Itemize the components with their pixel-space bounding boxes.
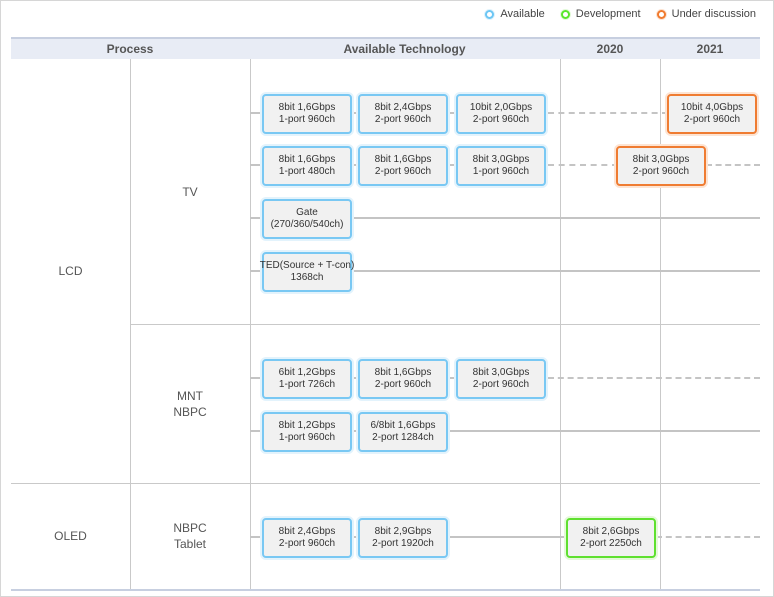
tech-box-line1: Gate — [296, 207, 318, 218]
legend-development-label: Development — [575, 8, 641, 20]
category-tv: TV — [182, 185, 198, 199]
legend: Available Development Under discussion — [485, 8, 756, 20]
tech-box-line2: 1-port 960ch — [278, 432, 336, 443]
tech-box-line1: 6bit 1,2Gbps — [278, 367, 336, 378]
tech-box-line1: 8bit 1,6Gbps — [278, 154, 336, 165]
tech-box-mnt-r2-1: 8bit 1,2Gbps 1-port 960ch — [262, 412, 352, 452]
tech-box-line2: 1-port 960ch — [278, 114, 336, 125]
track-tv-r2-dash-b — [706, 164, 760, 166]
tech-box-line1: 8bit 2,4Gbps — [278, 526, 336, 537]
tech-box-line2: (270/360/540ch) — [270, 219, 344, 230]
tech-box-line1: 8bit 1,6Gbps — [374, 154, 432, 165]
table-header: Process Available Technology 2020 2021 — [11, 37, 760, 59]
track-tv-r4-solid — [250, 270, 760, 272]
legend-discussion-label: Under discussion — [671, 8, 756, 20]
tech-box-tv-r2-3: 8bit 3,0Gbps 1-port 960ch — [456, 146, 546, 186]
tech-box-line2: 2-port 960ch — [278, 538, 336, 549]
track-tv-r2-dash-a — [548, 164, 618, 166]
tech-box-tv-r1-3: 10bit 2,0Gbps 2-port 960ch — [456, 94, 546, 134]
tech-box-tv-r2-1: 8bit 1,6Gbps 1-port 480ch — [262, 146, 352, 186]
track-mnt-r1-dash — [548, 377, 760, 379]
track-tv-r1-dash — [548, 112, 668, 114]
tech-box-mnt-r2-2: 6/8bit 1,6Gbps 2-port 1284ch — [358, 412, 448, 452]
discussion-dot-icon — [656, 9, 666, 19]
category-nbpc-line1: NBPC — [173, 521, 207, 535]
tech-box-line1: 8bit 2,4Gbps — [374, 102, 432, 113]
grid-line-bottom — [11, 589, 760, 591]
tech-box-oled-2: 8bit 2,9Gbps 2-port 1920ch — [358, 518, 448, 558]
legend-discussion: Under discussion — [656, 8, 756, 20]
tech-box-line2: 1-port 960ch — [472, 166, 530, 177]
tech-box-line1: 8bit 2,9Gbps — [374, 526, 432, 537]
header-2021: 2021 — [696, 42, 724, 56]
track-mnt-r2-solid — [250, 430, 760, 432]
category-mnt-nbpc: MNT NBPC — [130, 388, 250, 420]
legend-available-label: Available — [500, 8, 545, 20]
process-lcd: LCD — [58, 264, 83, 278]
tech-box-line1: 6/8bit 1,6Gbps — [370, 420, 436, 431]
header-technology: Available Technology — [343, 42, 466, 56]
tech-box-line1: 8bit 2,6Gbps — [582, 526, 640, 537]
tech-box-line2: 2-port 960ch — [374, 379, 432, 390]
category-nbpc-line2: Tablet — [173, 537, 207, 551]
tech-box-mnt-r1-1: 6bit 1,2Gbps 1-port 726ch — [262, 359, 352, 399]
category-mnt-line2: NBPC — [173, 405, 207, 419]
tech-box-line2: 2-port 960ch — [683, 114, 741, 125]
tech-box-mnt-r1-2: 8bit 1,6Gbps 2-port 960ch — [358, 359, 448, 399]
track-tv-r3-solid — [250, 217, 760, 219]
tech-box-tv-r4-1: TED(Source + T-con) 1368ch — [259, 252, 355, 292]
legend-development: Development — [560, 8, 641, 20]
tech-box-line2: 2-port 960ch — [374, 166, 432, 177]
tech-box-tv-r3-1: Gate (270/360/540ch) — [262, 199, 352, 239]
tech-box-line1: 8bit 1,6Gbps — [374, 367, 432, 378]
track-oled-dash — [656, 536, 760, 538]
tech-box-line1: 8bit 3,0Gbps — [472, 367, 530, 378]
tech-box-line2: 1-port 480ch — [278, 166, 336, 177]
tech-box-line2: 2-port 960ch — [374, 114, 432, 125]
grid-line-tv-mnt — [130, 324, 760, 325]
tech-box-mnt-r1-3: 8bit 3,0Gbps 2-port 960ch — [456, 359, 546, 399]
tech-box-tv-r1-1: 8bit 1,6Gbps 1-port 960ch — [262, 94, 352, 134]
tech-box-line1: 8bit 3,0Gbps — [472, 154, 530, 165]
tech-box-line1: 10bit 4,0Gbps — [680, 102, 744, 113]
tech-box-line2: 2-port 960ch — [472, 114, 530, 125]
category-mnt-line1: MNT — [177, 389, 203, 403]
legend-available: Available — [485, 8, 545, 20]
tech-box-tv-r1-2: 8bit 2,4Gbps 2-port 960ch — [358, 94, 448, 134]
tech-box-line1: TED(Source + T-con) — [259, 260, 355, 271]
header-2020: 2020 — [596, 42, 624, 56]
tech-box-line2: 2-port 2250ch — [580, 538, 642, 549]
development-dot-icon — [560, 9, 570, 19]
tech-box-line2: 2-port 960ch — [472, 379, 530, 390]
tech-box-line1: 8bit 1,6Gbps — [278, 102, 336, 113]
tech-box-line2: 1-port 726ch — [278, 379, 336, 390]
category-nbpc-tablet: NBPC Tablet — [130, 520, 250, 552]
grid-line-lcd-oled — [11, 483, 760, 484]
tech-box-tv-r2-2: 8bit 1,6Gbps 2-port 960ch — [358, 146, 448, 186]
tech-box-line2: 2-port 1284ch — [372, 432, 434, 443]
process-oled: OLED — [54, 529, 87, 543]
tech-box-line2: 1368ch — [290, 272, 324, 283]
tech-box-line2: 2-port 1920ch — [372, 538, 434, 549]
tech-box-oled-1: 8bit 2,4Gbps 2-port 960ch — [262, 518, 352, 558]
tech-box-line1: 8bit 1,2Gbps — [278, 420, 336, 431]
tech-box-line1: 10bit 2,0Gbps — [469, 102, 533, 113]
header-process: Process — [106, 42, 154, 56]
available-dot-icon — [485, 9, 495, 19]
tech-box-oled-3: 8bit 2,6Gbps 2-port 2250ch — [566, 518, 656, 558]
tech-box-tv-r2-4: 8bit 3,0Gbps 2-port 960ch — [616, 146, 706, 186]
tech-box-line2: 2-port 960ch — [632, 166, 690, 177]
tech-box-line1: 8bit 3,0Gbps — [632, 154, 690, 165]
tech-box-tv-r1-4: 10bit 4,0Gbps 2-port 960ch — [667, 94, 757, 134]
